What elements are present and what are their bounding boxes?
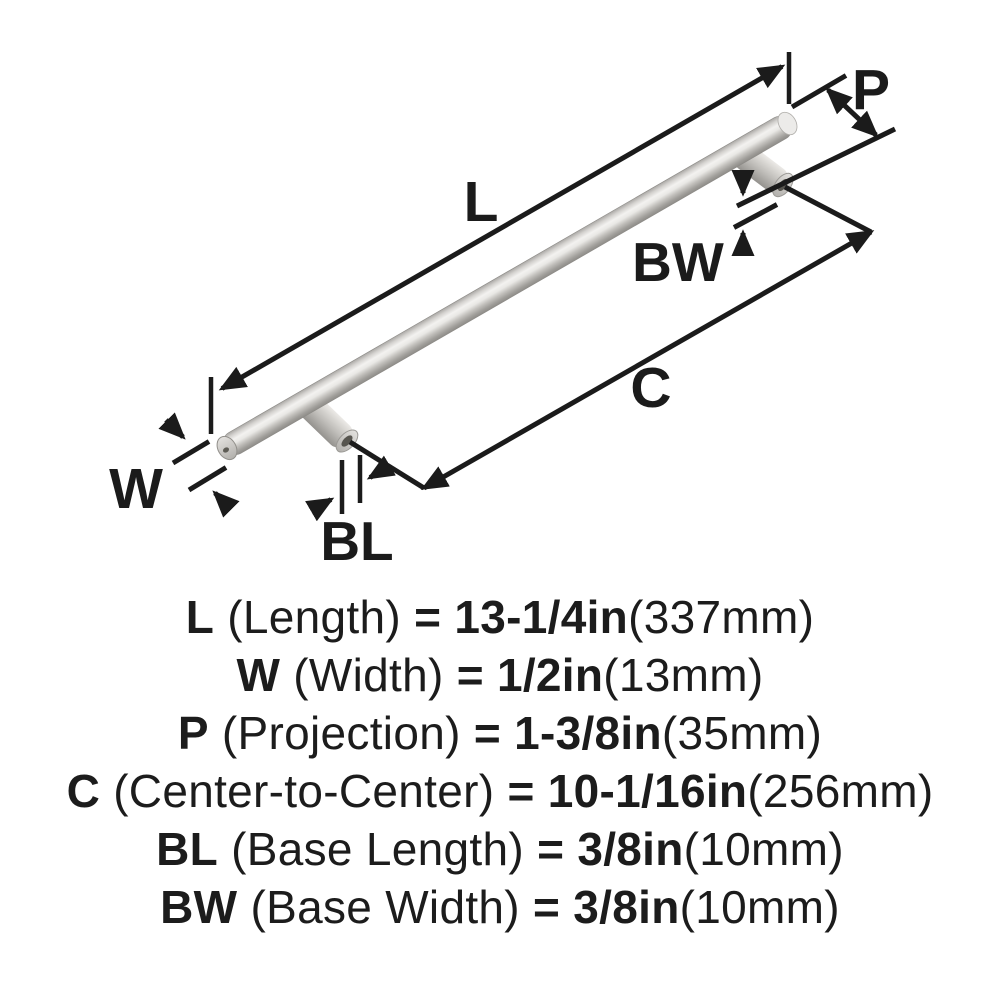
spec-metric: (10mm): [679, 881, 840, 933]
dim-projection-arrow: [825, 87, 879, 138]
spec-row-center-to-center: C (Center-to-Center) = 10-1/16in(256mm): [0, 762, 1000, 820]
dim-base-length-arrow-right: [366, 455, 396, 480]
spec-label: (Base Length): [231, 823, 524, 875]
bar-pull-drawing: L P BW C W BL: [109, 52, 897, 572]
spec-equals: =: [533, 881, 561, 933]
spec-equals: =: [537, 823, 565, 875]
dim-projection-ext-upper: [790, 73, 848, 110]
spec-abbr: C: [66, 765, 101, 817]
dim-width-arrow-down: [158, 412, 186, 440]
spec-metric: (13mm): [603, 649, 764, 701]
dim-width-label: W: [109, 457, 163, 521]
dim-width-arrow-up: [212, 490, 240, 518]
spec-value: 3/8in: [573, 881, 680, 933]
spec-label: (Base Width): [250, 881, 520, 933]
spec-label: (Length): [227, 591, 402, 643]
dim-base-length-arrow-left: [305, 497, 335, 522]
spec-value: 10-1/16in: [547, 765, 748, 817]
dim-center-label: C: [630, 356, 671, 420]
spec-value: 3/8in: [577, 823, 684, 875]
spec-row-base-width: BW (Base Width) = 3/8in(10mm): [0, 878, 1000, 936]
dimension-diagram: L P BW C W BL: [109, 52, 897, 572]
dim-length-label: L: [464, 170, 499, 234]
dim-projection-label: P: [852, 58, 890, 122]
post-screw-hole: [341, 435, 353, 447]
spec-metric: (10mm): [683, 823, 844, 875]
spec-metric: (256mm): [747, 765, 934, 817]
spec-abbr: BL: [156, 823, 218, 875]
spec-label: (Center-to-Center): [113, 765, 495, 817]
spec-value: 1-3/8in: [514, 707, 662, 759]
spec-metric: (35mm): [661, 707, 823, 759]
spec-abbr: BW: [160, 881, 238, 933]
spec-metric: (337mm): [628, 591, 815, 643]
dim-base-length-label: BL: [320, 510, 393, 572]
dim-projection-ext-lower: [735, 126, 897, 209]
dim-base-width-label: BW: [632, 231, 724, 293]
bar-end-cap-mark: [222, 447, 230, 453]
spec-row-width: W (Width) = 1/2in(13mm): [0, 646, 1000, 704]
spec-label: (Width): [293, 649, 444, 701]
spec-row-length: L (Length) = 13-1/4in(337mm): [0, 588, 1000, 646]
spec-value: 13-1/4in: [454, 591, 629, 643]
spec-row-projection: P (Projection) = 1-3/8in(35mm): [0, 704, 1000, 762]
spec-equals: =: [507, 765, 535, 817]
dim-length-line: [218, 64, 786, 391]
spec-equals: =: [456, 649, 484, 701]
spec-row-base-length: BL (Base Length) = 3/8in(10mm): [0, 820, 1000, 878]
spec-equals: =: [473, 707, 501, 759]
dimension-specs: L (Length) = 13-1/4in(337mm) W (Width) =…: [0, 588, 1000, 936]
spec-abbr: P: [177, 707, 209, 759]
spec-abbr: L: [185, 591, 215, 643]
dim-center-ext-right: [783, 184, 873, 235]
dim-width-ext-lower: [187, 465, 228, 493]
spec-label: (Projection): [221, 707, 461, 759]
spec-equals: =: [414, 591, 442, 643]
dim-width-ext-upper: [171, 439, 211, 466]
dim-base-width-ext: [732, 202, 779, 230]
spec-value: 1/2in: [496, 649, 604, 701]
spec-abbr: W: [236, 649, 281, 701]
dim-center-line: [420, 229, 875, 491]
